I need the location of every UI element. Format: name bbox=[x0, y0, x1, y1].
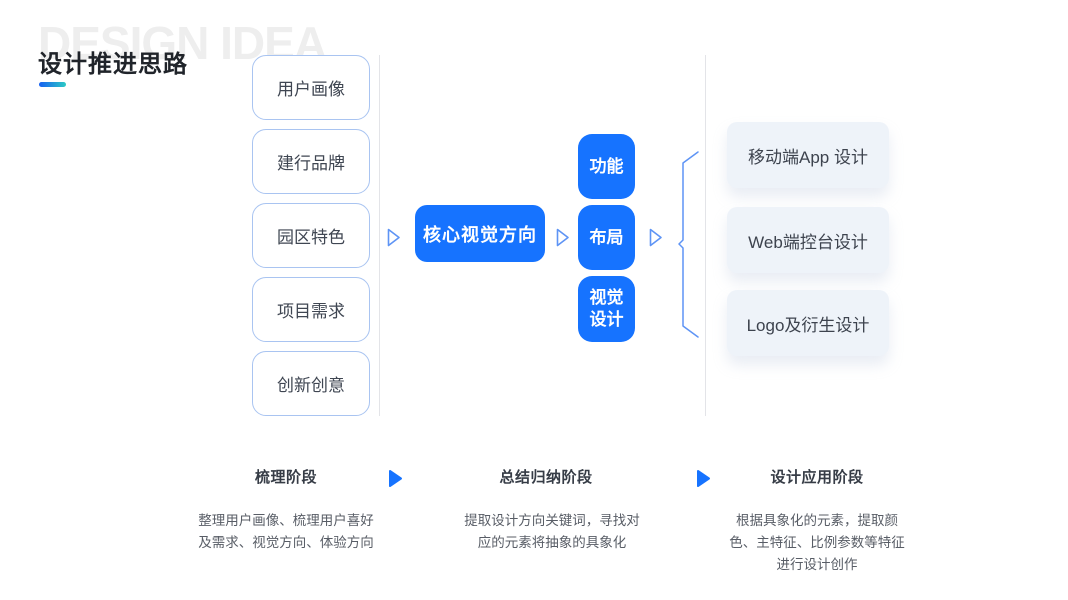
divider-line-right bbox=[705, 55, 706, 416]
chevron-right-icon bbox=[386, 227, 402, 248]
dim-box-function: 功能 bbox=[578, 134, 635, 199]
chevron-right-icon bbox=[648, 227, 664, 248]
stage-desc-application: 根据具象化的元素，提取颜 色、主特征、比例参数等特征 进行设计创作 bbox=[729, 513, 905, 572]
output-box-mobile-app: 移动端App 设计 bbox=[727, 122, 889, 188]
dim-box-label: 视觉 设计 bbox=[589, 288, 624, 329]
input-box-label: 建行品牌 bbox=[277, 154, 345, 173]
arrow-right-icon bbox=[388, 469, 403, 488]
output-box-label: 移动端App 设计 bbox=[748, 147, 868, 167]
input-box-user-persona: 用户画像 bbox=[252, 55, 370, 120]
input-box-label: 项目需求 bbox=[277, 302, 345, 321]
input-box-park-features: 园区特色 bbox=[252, 203, 370, 268]
page-title: 设计推进思路 bbox=[38, 51, 188, 78]
core-box-label: 核心视觉方向 bbox=[423, 224, 537, 245]
output-box-web-console: Web端控台设计 bbox=[727, 207, 889, 273]
arrow-right-icon bbox=[696, 469, 711, 488]
stage-label-sorting: 梳理阶段 bbox=[254, 469, 317, 486]
chevron-right-icon bbox=[555, 227, 571, 248]
output-box-label: Logo及衍生设计 bbox=[746, 315, 870, 335]
dim-box-layout: 布局 bbox=[578, 205, 635, 270]
output-box-label: Web端控台设计 bbox=[748, 232, 868, 252]
stage-label-summarizing: 总结归纳阶段 bbox=[499, 469, 593, 486]
stage-label-application: 设计应用阶段 bbox=[770, 469, 864, 486]
input-box-ccb-brand: 建行品牌 bbox=[252, 129, 370, 194]
title-underline bbox=[39, 82, 66, 87]
core-box: 核心视觉方向 bbox=[415, 205, 545, 262]
divider-line-left bbox=[379, 55, 380, 416]
brace-connector-icon bbox=[676, 148, 702, 341]
input-box-project-needs: 项目需求 bbox=[252, 277, 370, 342]
dim-box-visual-design: 视觉 设计 bbox=[578, 276, 635, 342]
output-box-logo-derivative: Logo及衍生设计 bbox=[727, 290, 889, 356]
input-box-label: 创新创意 bbox=[277, 376, 345, 395]
input-box-label: 园区特色 bbox=[277, 228, 345, 247]
input-box-label: 用户画像 bbox=[277, 80, 345, 99]
dim-box-label: 布局 bbox=[589, 227, 624, 247]
stage-desc-sorting: 整理用户画像、梳理用户喜好 及需求、视觉方向、体验方向 bbox=[198, 513, 374, 550]
dim-box-label: 功能 bbox=[589, 156, 624, 176]
stage-desc-summarizing: 提取设计方向关键词，寻找对 应的元素将抽象的具象化 bbox=[464, 513, 640, 550]
input-box-innovation: 创新创意 bbox=[252, 351, 370, 416]
